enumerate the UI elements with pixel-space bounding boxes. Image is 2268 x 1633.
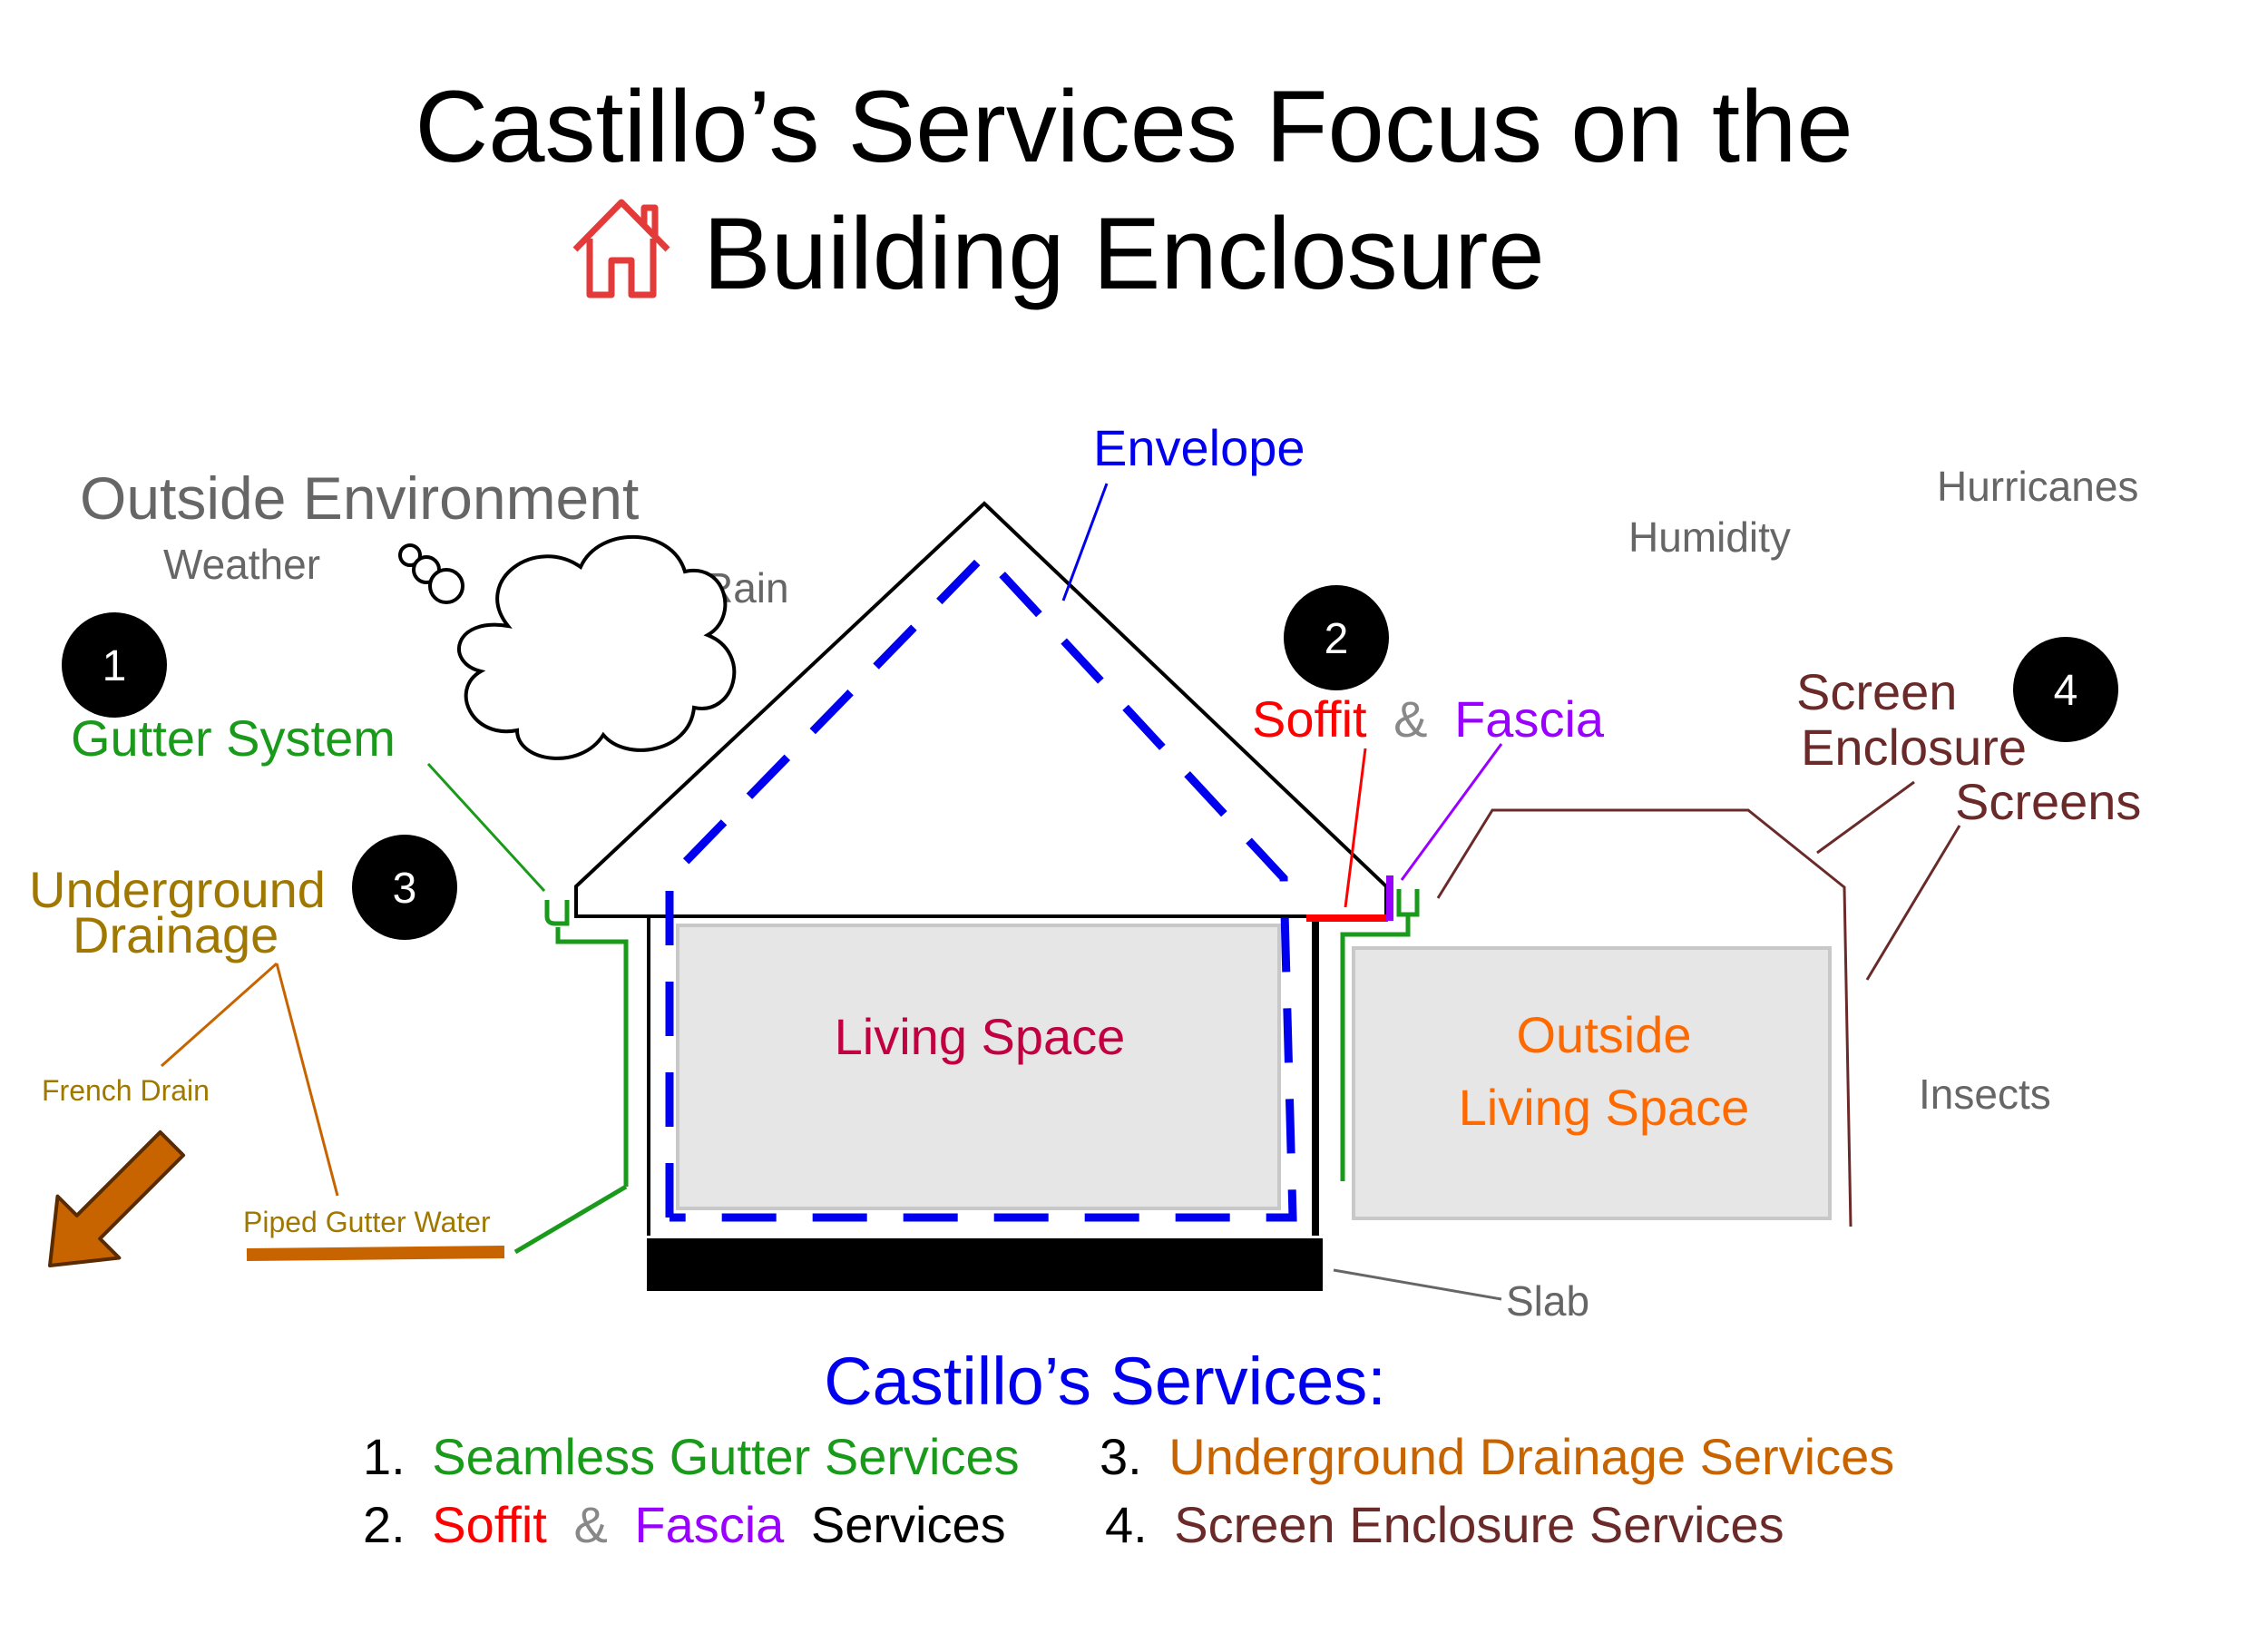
gutter-right <box>1340 889 1420 1181</box>
badge-3-number: 3 <box>393 865 417 913</box>
service-2-soffit: Soffit <box>432 1496 547 1553</box>
piped-water-leader <box>275 963 339 1197</box>
outside-living-space-box <box>1352 946 1832 1220</box>
service-1-text: Seamless Gutter Services <box>432 1428 1019 1485</box>
badge-2-number: 2 <box>1325 615 1349 663</box>
services-heading: Castillo’s Services: <box>824 1344 1386 1419</box>
fascia-leader <box>1400 743 1503 881</box>
service-2-number: 2. <box>363 1496 406 1553</box>
screen-enclosure-line-1: Screen <box>1796 663 1957 720</box>
gutter-left <box>513 900 629 1255</box>
service-1-number: 1. <box>363 1428 406 1485</box>
envelope-leader <box>1061 483 1109 601</box>
fascia-word: Fascia <box>1454 690 1605 748</box>
outside-environment-heading: Outside Environment <box>80 464 639 532</box>
service-2: 2. Soffit & Fascia Services <box>363 1496 1006 1553</box>
outside-living-space-line-2: Living Space <box>1459 1079 1750 1136</box>
badge-1-number: 1 <box>103 642 127 690</box>
badge-4: 4 <box>2013 637 2118 742</box>
soffit-leader <box>1344 748 1367 908</box>
service-3-number: 3. <box>1100 1428 1142 1485</box>
badge-1: 1 <box>62 612 167 718</box>
french-drain-leader <box>161 962 278 1068</box>
cloud-icon <box>398 534 737 760</box>
slab-leader <box>1333 1268 1502 1301</box>
badge-4-number: 4 <box>2054 667 2078 715</box>
humidity-label: Humidity <box>1628 513 1791 561</box>
french-drain-label: French Drain <box>42 1074 210 1107</box>
service-3: 3. Underground Drainage Services <box>1100 1428 1894 1485</box>
badge-2: 2 <box>1284 585 1389 690</box>
service-2-amp: & <box>573 1496 607 1553</box>
underground-drainage-line-1: Underground <box>29 861 326 918</box>
slab <box>647 1238 1323 1291</box>
service-4-number: 4. <box>1105 1496 1148 1553</box>
outside-living-space-line-1: Outside <box>1517 1006 1692 1063</box>
screen-enclosure-frame <box>1436 808 1853 1227</box>
insects-label: Insects <box>1919 1071 2051 1118</box>
soffit-amp: & <box>1393 690 1427 748</box>
living-space-box <box>676 924 1281 1210</box>
service-2-fascia: Fascia <box>634 1496 785 1553</box>
hurricanes-label: Hurricanes <box>1937 463 2138 510</box>
screens-leader <box>1865 825 1961 981</box>
house-icon <box>572 199 670 298</box>
gutter-leader <box>426 762 546 893</box>
arrow-down-left-icon <box>48 1129 186 1267</box>
gutter-system-label: Gutter System <box>71 709 396 767</box>
living-space-label: Living Space <box>835 1008 1126 1065</box>
service-2-rest: Services <box>811 1496 1006 1553</box>
slab-label: Slab <box>1506 1277 1589 1325</box>
service-3-text: Underground Drainage Services <box>1168 1428 1894 1485</box>
screens-label: Screens <box>1955 773 2141 830</box>
house-structure <box>574 501 1388 1236</box>
soffit-label: Soffit & Fascia <box>1252 690 1605 748</box>
soffit-word: Soffit <box>1252 690 1367 748</box>
badge-3: 3 <box>352 835 457 940</box>
envelope-label: Envelope <box>1093 419 1305 476</box>
screen-enclosure-line-2: Enclosure <box>1801 719 2027 776</box>
piped-gutter-pipe <box>246 1246 505 1261</box>
piped-gutter-water-label: Piped Gutter Water <box>243 1206 491 1238</box>
service-4-text: Screen Enclosure Services <box>1174 1496 1784 1553</box>
underground-drainage-line-2: Drainage <box>73 906 279 963</box>
title-line-2: Building Enclosure <box>703 197 1545 310</box>
service-4: 4. Screen Enclosure Services <box>1105 1496 1784 1553</box>
envelope-dashed-line <box>665 549 1297 1222</box>
screen-enclosure-leader <box>1816 780 1915 855</box>
weather-label: Weather <box>163 541 320 588</box>
service-1: 1. Seamless Gutter Services <box>363 1428 1020 1485</box>
title-line-1: Castillo’s Services Focus on the <box>415 70 1853 183</box>
